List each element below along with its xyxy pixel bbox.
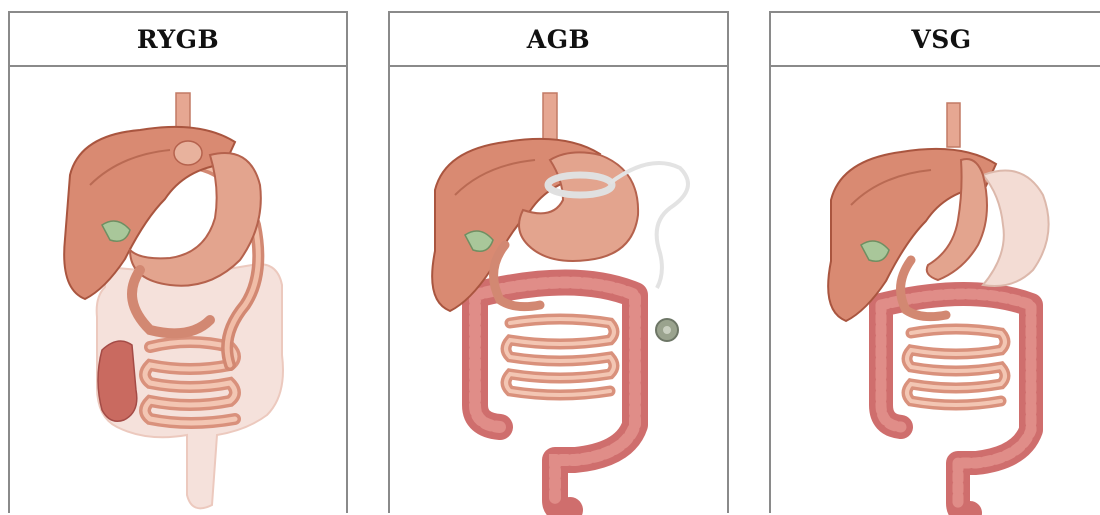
panel-header: RYGB [10,13,346,67]
removed-stomach-portion [983,171,1049,287]
rygb-anatomy-illustration [10,65,346,515]
panel-header: AGB [390,13,727,67]
panel-rygb: RYGB [8,11,348,513]
esophagus [947,103,960,147]
ascending-colon [98,341,137,421]
panel-agb: AGB [388,11,729,513]
panel-title: AGB [527,25,590,54]
vsg-anatomy-illustration [771,65,1100,515]
panel-vsg: VSG [769,11,1100,513]
agb-anatomy-illustration [390,65,727,515]
panel-title: RYGB [137,25,219,54]
panel-header: VSG [771,13,1100,67]
panel-title: VSG [911,25,971,54]
gastric-pouch [174,141,202,165]
esophagus [543,93,557,141]
